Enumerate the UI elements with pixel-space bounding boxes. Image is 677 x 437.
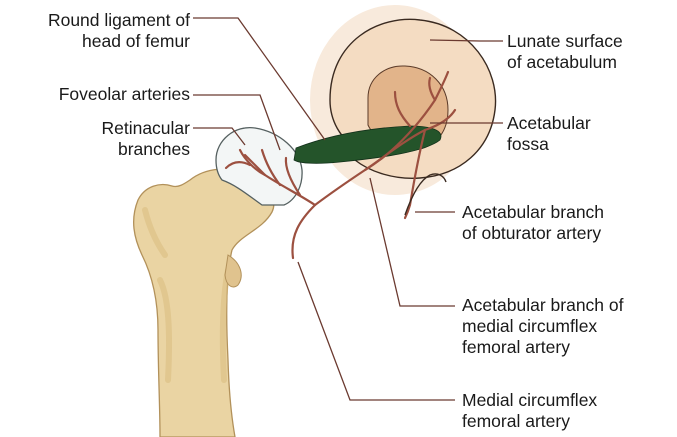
label-line: Retinacular bbox=[8, 118, 190, 139]
label-line: Acetabular bbox=[507, 113, 591, 134]
label-line: Foveolar arteries bbox=[8, 84, 190, 105]
label-line: head of femur bbox=[8, 31, 190, 52]
label-acetabular-fossa: Acetabular fossa bbox=[507, 113, 591, 155]
label-foveolar-arteries: Foveolar arteries bbox=[8, 84, 190, 105]
label-lunate-surface: Lunate surface of acetabulum bbox=[507, 31, 623, 73]
label-line: femoral artery bbox=[462, 411, 597, 432]
label-medial-circumflex: Medial circumflex femoral artery bbox=[462, 390, 597, 432]
label-line: of acetabulum bbox=[507, 52, 623, 73]
label-line: fossa bbox=[507, 134, 591, 155]
label-line: of obturator artery bbox=[462, 223, 604, 244]
label-line: femoral artery bbox=[462, 337, 624, 358]
label-retinacular-branches: Retinacular branches bbox=[8, 118, 190, 160]
label-line: Medial circumflex bbox=[462, 390, 597, 411]
label-round-ligament: Round ligament of head of femur bbox=[8, 10, 190, 52]
label-line: Acetabular branch of bbox=[462, 295, 624, 316]
label-obturator-branch: Acetabular branch of obturator artery bbox=[462, 202, 604, 244]
label-line: branches bbox=[8, 139, 190, 160]
lesser-trochanter bbox=[225, 255, 241, 287]
femur bbox=[134, 169, 274, 437]
label-line: medial circumflex bbox=[462, 316, 624, 337]
label-line: Lunate surface bbox=[507, 31, 623, 52]
label-line: Acetabular branch bbox=[462, 202, 604, 223]
label-line: Round ligament of bbox=[8, 10, 190, 31]
label-medial-circumflex-branch: Acetabular branch of medial circumflex f… bbox=[462, 295, 624, 358]
